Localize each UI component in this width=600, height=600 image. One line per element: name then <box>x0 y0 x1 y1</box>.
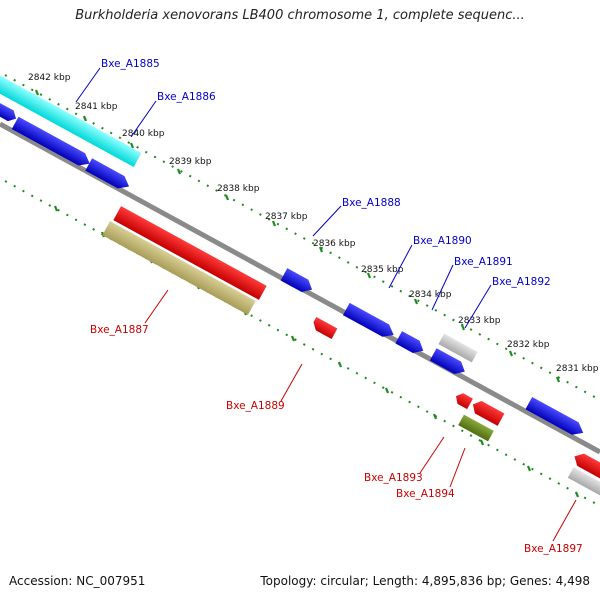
kbp-label: 2834 kbp <box>409 290 452 300</box>
kbp-tick-mark <box>508 350 514 357</box>
label-leader-line <box>75 67 101 103</box>
topology-summary-text: Topology: circular; Length: 4,895,836 bp… <box>260 574 590 588</box>
gene-arrow-reverse[interactable] <box>571 450 600 487</box>
kbp-label: 2833 kbp <box>458 316 501 326</box>
gene-label-reverse[interactable]: Bxe_A1894 <box>396 488 455 500</box>
gene-label-forward[interactable]: Bxe_A1888 <box>342 197 401 209</box>
label-leader-line <box>312 205 342 237</box>
gene-arrow-forward[interactable] <box>280 268 316 296</box>
label-leader-line <box>144 289 169 324</box>
label-leader-line <box>130 100 157 138</box>
gene-label-reverse[interactable]: Bxe_A1889 <box>226 400 285 412</box>
kbp-tick-mark-lower <box>479 439 485 446</box>
kbp-tick-mark <box>34 89 40 96</box>
gene-arrow-forward[interactable] <box>395 331 426 357</box>
kbp-tick-mark-lower <box>53 205 59 212</box>
kbp-tick-mark-lower <box>526 465 532 472</box>
label-leader-line <box>449 447 466 488</box>
gene-label-reverse[interactable]: Bxe_A1893 <box>364 472 423 484</box>
kbp-tick-mark <box>413 298 419 305</box>
gene-feature-gray[interactable] <box>438 333 478 363</box>
kbp-label: 2832 kbp <box>507 340 550 350</box>
gene-arrow-forward[interactable] <box>429 348 468 378</box>
gene-label-forward[interactable]: Bxe_A1885 <box>101 58 160 70</box>
label-leader-line <box>280 363 303 402</box>
gene-arrow-forward[interactable] <box>525 396 586 439</box>
kbp-tick-mark <box>82 115 88 122</box>
kbp-tick-mark-lower <box>384 387 390 394</box>
gene-arrow-reverse[interactable] <box>113 206 267 300</box>
label-leader-line <box>419 436 445 474</box>
kbp-tick-mark <box>176 168 182 175</box>
gene-arrow-reverse[interactable] <box>311 316 338 340</box>
gene-arrow-forward[interactable] <box>342 302 397 341</box>
gene-arrow-forward[interactable] <box>0 99 19 124</box>
kbp-tick-mark <box>224 194 230 201</box>
kbp-tick-mark-lower <box>337 361 343 368</box>
kbp-tick-mark-lower <box>290 335 296 342</box>
label-leader-line <box>464 284 492 329</box>
kbp-tick-mark <box>555 376 561 383</box>
kbp-tick-mark <box>318 246 324 253</box>
accession-text: Accession: NC_007951 <box>9 574 146 588</box>
kbp-tick-mark <box>271 220 277 227</box>
gene-feature-gray[interactable] <box>567 467 600 499</box>
kbp-tick-mark <box>366 272 372 279</box>
gene-label-forward[interactable]: Bxe_A1890 <box>413 235 472 247</box>
label-leader-line <box>388 244 413 289</box>
gene-feature-olive[interactable] <box>458 414 494 442</box>
gene-feature-cyan[interactable] <box>0 74 142 167</box>
map-title: Burkholderia xenovorans LB400 chromosome… <box>75 8 525 23</box>
kbp-label: 2842 kbp <box>28 73 71 83</box>
kbp-label: 2838 kbp <box>217 184 260 194</box>
gene-arrow-forward[interactable] <box>11 116 93 170</box>
gene-arrow-forward[interactable] <box>85 158 132 192</box>
gene-label-forward[interactable]: Bxe_A1892 <box>492 276 551 288</box>
kbp-label: 2840 kbp <box>122 129 165 139</box>
label-leader-line <box>552 499 577 542</box>
gene-arrow-reverse[interactable] <box>470 398 505 426</box>
gene-feature-khaki[interactable] <box>102 221 256 315</box>
kbp-label: 2837 kbp <box>265 212 308 222</box>
kbp-label: 2831 kbp <box>556 364 599 374</box>
kbp-label: 2839 kbp <box>169 157 212 167</box>
kbp-label: 2841 kbp <box>75 102 118 112</box>
kbp-tick-mark-lower <box>574 491 580 498</box>
gene-label-reverse[interactable]: Bxe_A1897 <box>524 543 583 555</box>
gene-label-reverse[interactable]: Bxe_A1887 <box>90 324 149 336</box>
kbp-tick-mark <box>460 324 466 331</box>
label-leader-line <box>431 264 454 311</box>
gene-label-forward[interactable]: Bxe_A1886 <box>157 91 216 103</box>
kbp-tick-mark-lower <box>432 413 438 420</box>
kbp-label: 2835 kbp <box>361 265 404 275</box>
kbp-label: 2836 kbp <box>313 239 356 249</box>
gene-label-forward[interactable]: Bxe_A1891 <box>454 256 513 268</box>
kbp-tick-mark <box>129 142 135 149</box>
gene-arrow-reverse[interactable] <box>453 391 473 410</box>
